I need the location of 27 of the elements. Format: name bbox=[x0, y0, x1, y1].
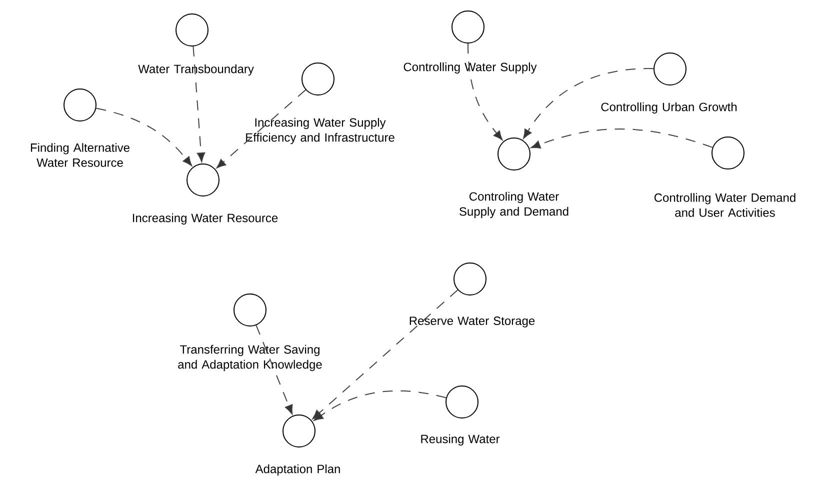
arrow bbox=[530, 128, 713, 148]
arrow bbox=[314, 390, 447, 421]
variable-node: Controlling Urban Growth bbox=[601, 52, 737, 114]
variable-node: Increasing Water Resource bbox=[132, 164, 278, 225]
node-label: Controlling Urban Growth bbox=[601, 102, 737, 114]
node-label: Adaptation Plan bbox=[255, 464, 340, 476]
node-label: Reusing Water bbox=[421, 434, 500, 446]
variable-node: Controling Water Supply and Demand bbox=[460, 138, 568, 218]
arrow bbox=[256, 324, 293, 414]
variable-node: Transferring Water Saving and Adaptation Knowledge bbox=[178, 294, 322, 372]
arrow bbox=[96, 108, 192, 166]
node-label: Controlling Water Demand and User Activities bbox=[654, 193, 796, 217]
variable-node: Reserve Water Storage bbox=[410, 262, 535, 328]
variable-node: Controlling Water Demand and User Activities bbox=[654, 136, 796, 217]
arrow bbox=[523, 68, 654, 139]
node-label: Finding Alternative Water Resource bbox=[30, 143, 130, 167]
variable-node: Adaptation Plan bbox=[255, 414, 340, 476]
node-label: Transferring Water Saving and Adaptation Knowledge bbox=[178, 344, 322, 372]
arrow bbox=[192, 46, 206, 162]
node-label: Increasing Water Resource bbox=[132, 213, 278, 225]
variable-node: Reusing Water bbox=[421, 386, 500, 446]
arrow bbox=[216, 89, 306, 168]
node-label: Increasing Water Supply Efficiency and Infrastructure bbox=[246, 118, 394, 144]
node-label: Controling Water Supply and Demand bbox=[460, 192, 568, 218]
arrow bbox=[467, 43, 503, 140]
variable-node: Finding Alternative Water Resource bbox=[30, 88, 130, 167]
node-label: Reserve Water Storage bbox=[410, 316, 535, 328]
